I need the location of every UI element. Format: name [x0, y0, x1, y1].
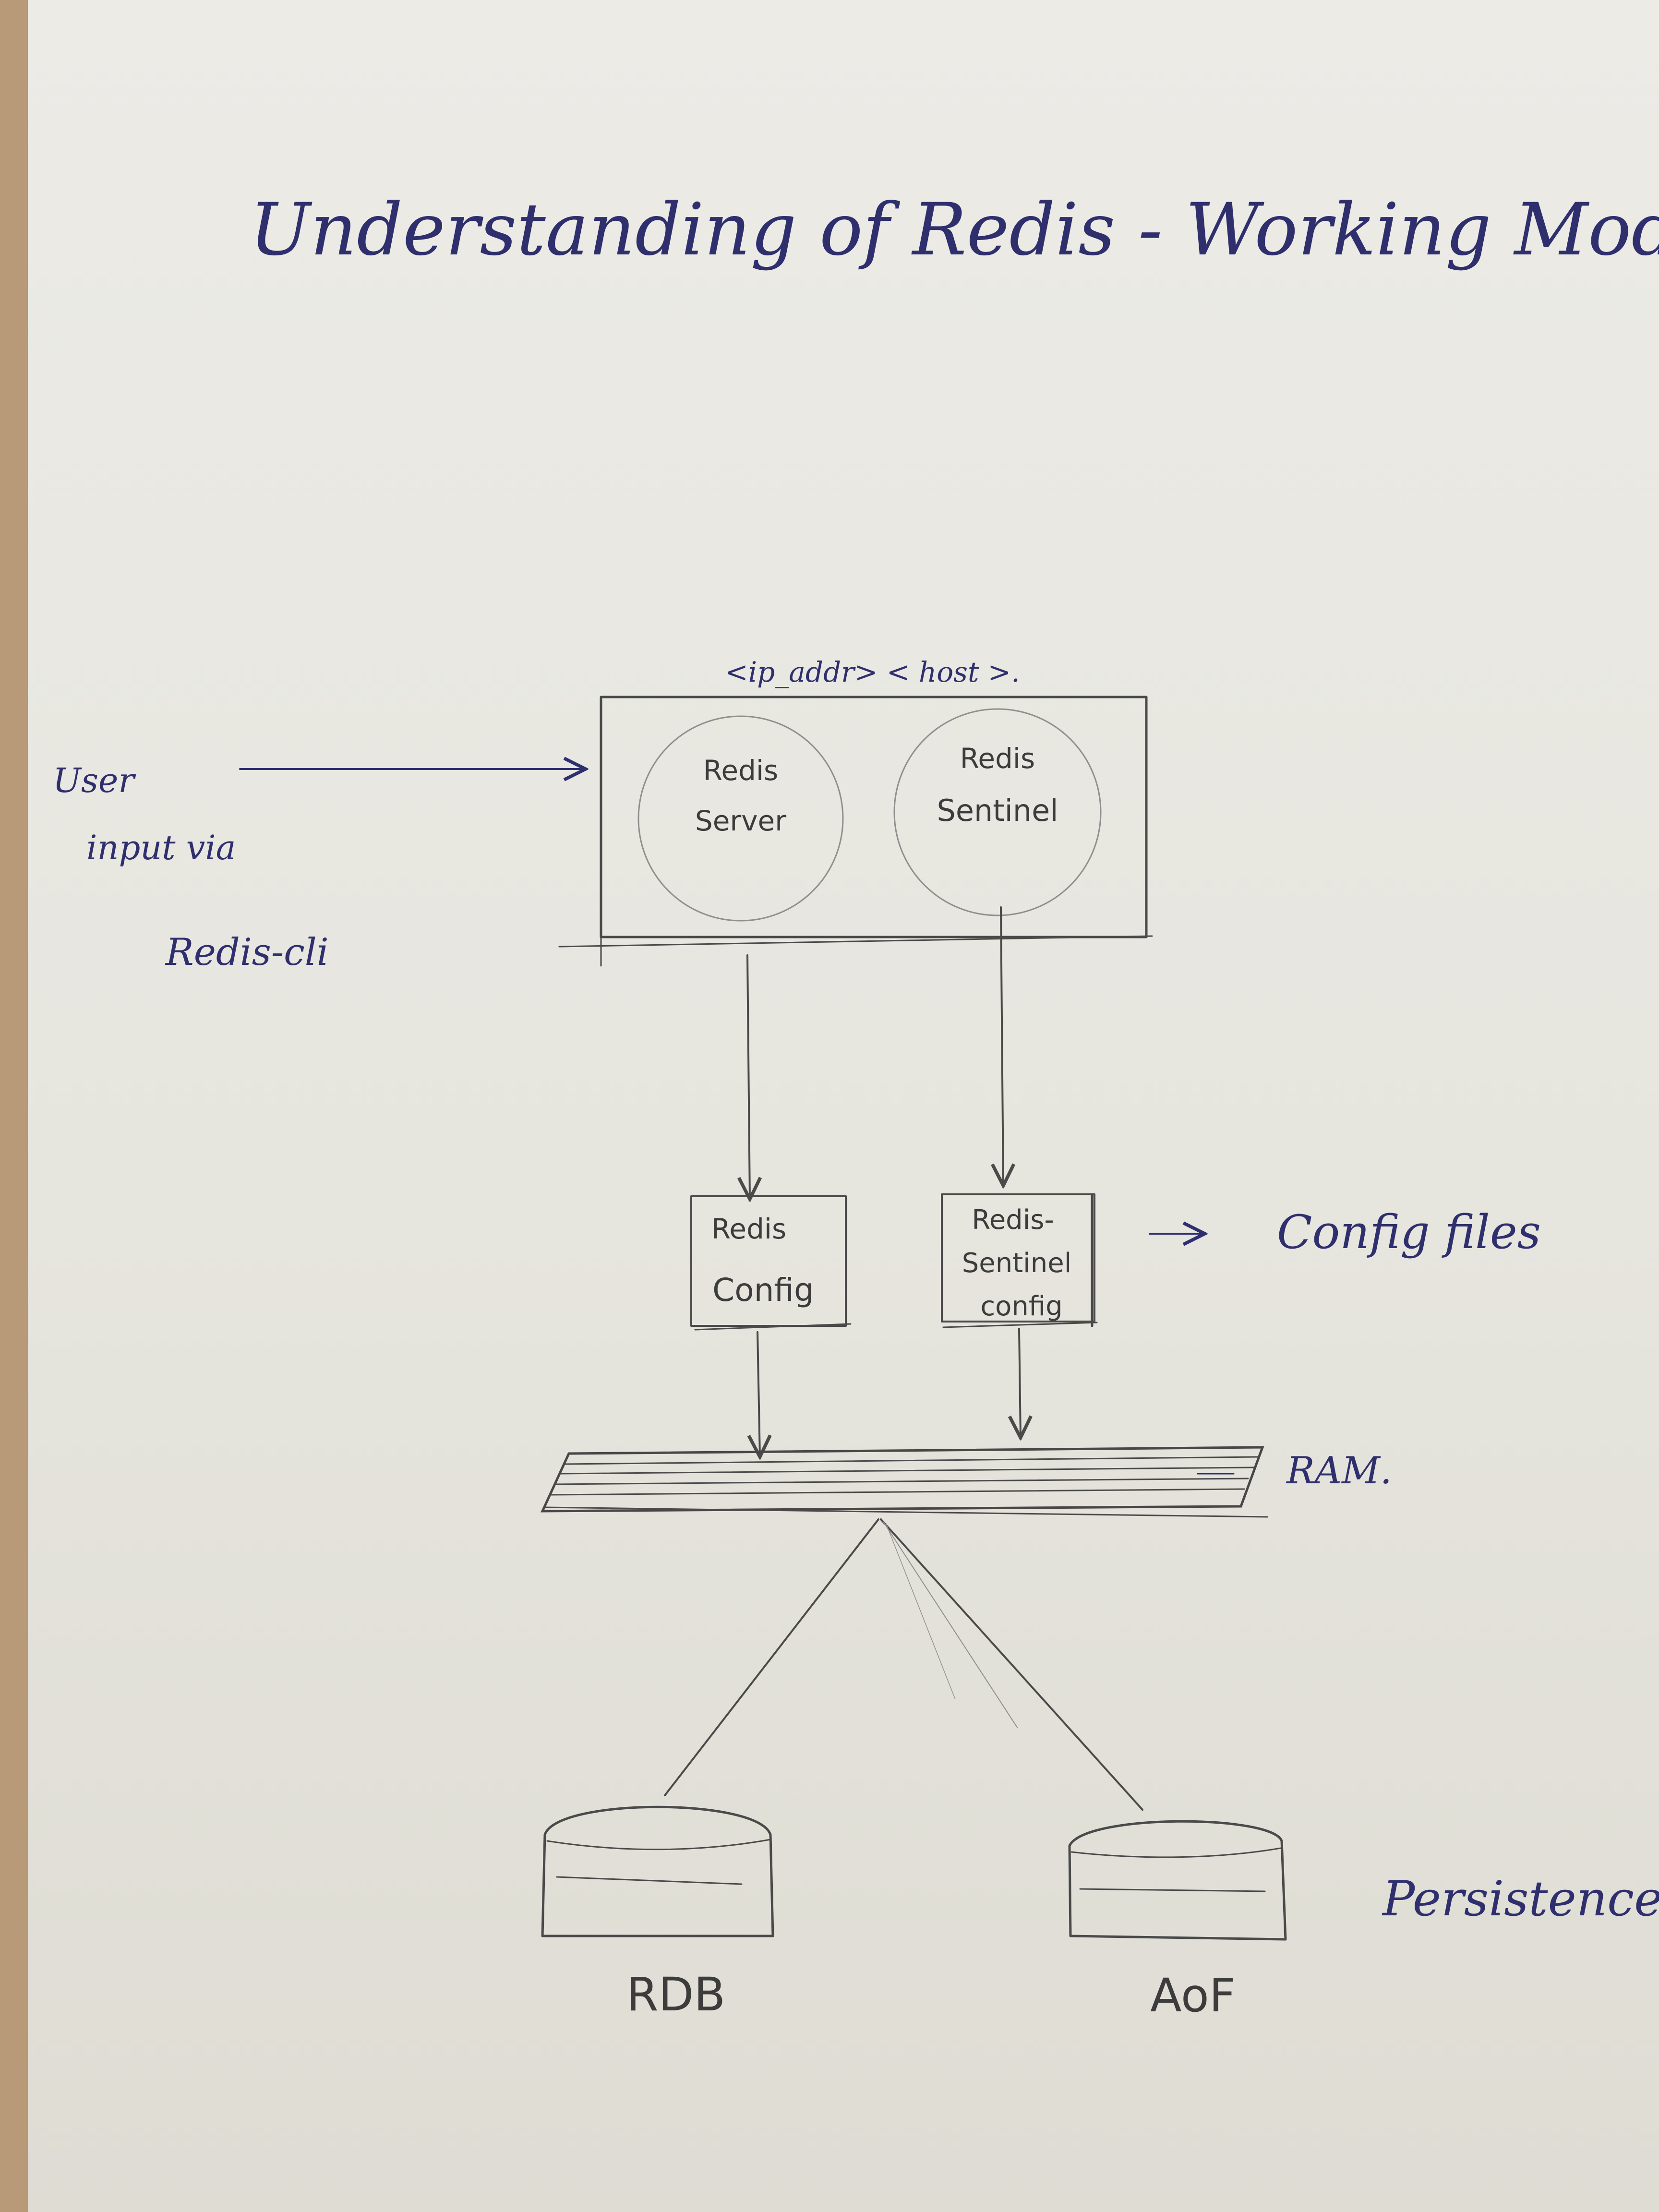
redis-sentinel-line2: Sentinel [937, 793, 1058, 828]
config-to-ram-arrow [757, 1331, 760, 1457]
ram-module [541, 1446, 1268, 1518]
redis-server-line2: Server [695, 805, 786, 837]
host-box [558, 696, 1153, 967]
ram-label: RAM. [1286, 1449, 1392, 1492]
sentinel-to-config-arrow [1001, 906, 1003, 1186]
sentinel-config-line1: Redis- [972, 1204, 1054, 1236]
config-files-label: Config files [1277, 1205, 1541, 1259]
redis-server-line1: Redis [703, 754, 779, 787]
sentinel-config-box: Redis- Sentinel config [941, 1193, 1098, 1328]
redis-config-line2: Config [712, 1272, 814, 1309]
paper-sheet [28, 0, 1659, 2212]
sentinel-config-to-ram-arrow [1019, 1328, 1021, 1438]
redis-sentinel-line1: Redis [960, 742, 1035, 775]
user-label: User [53, 761, 136, 800]
aof-label: AoF [1150, 1969, 1236, 2022]
redis-config-line1: Redis [711, 1213, 787, 1245]
sentinel-config-line3: config [980, 1291, 1062, 1322]
aof-storage-icon [1068, 1820, 1287, 1941]
rdb-storage-icon [541, 1805, 774, 1937]
redis-sentinel-node: Redis Sentinel [893, 708, 1102, 916]
rdb-label: RDB [626, 1968, 725, 2021]
redis-server-node: Redis Server [637, 715, 844, 922]
input-via-label: input via [86, 828, 236, 867]
ram-to-storage-lines [664, 1518, 1143, 1811]
sentinel-config-line2: Sentinel [962, 1248, 1072, 1279]
persistence-label: Persistence [1382, 1871, 1659, 1927]
host-label: <ip_addr> < host >. [725, 656, 1020, 688]
user-input-label: User input via Redis-cli [53, 761, 329, 974]
server-to-config-arrow [747, 954, 750, 1199]
page-title: Understanding of Redis - Working Model. [250, 188, 1659, 272]
redis-cli-label: Redis-cli [165, 931, 329, 974]
redis-config-box: Redis Config [690, 1195, 852, 1331]
